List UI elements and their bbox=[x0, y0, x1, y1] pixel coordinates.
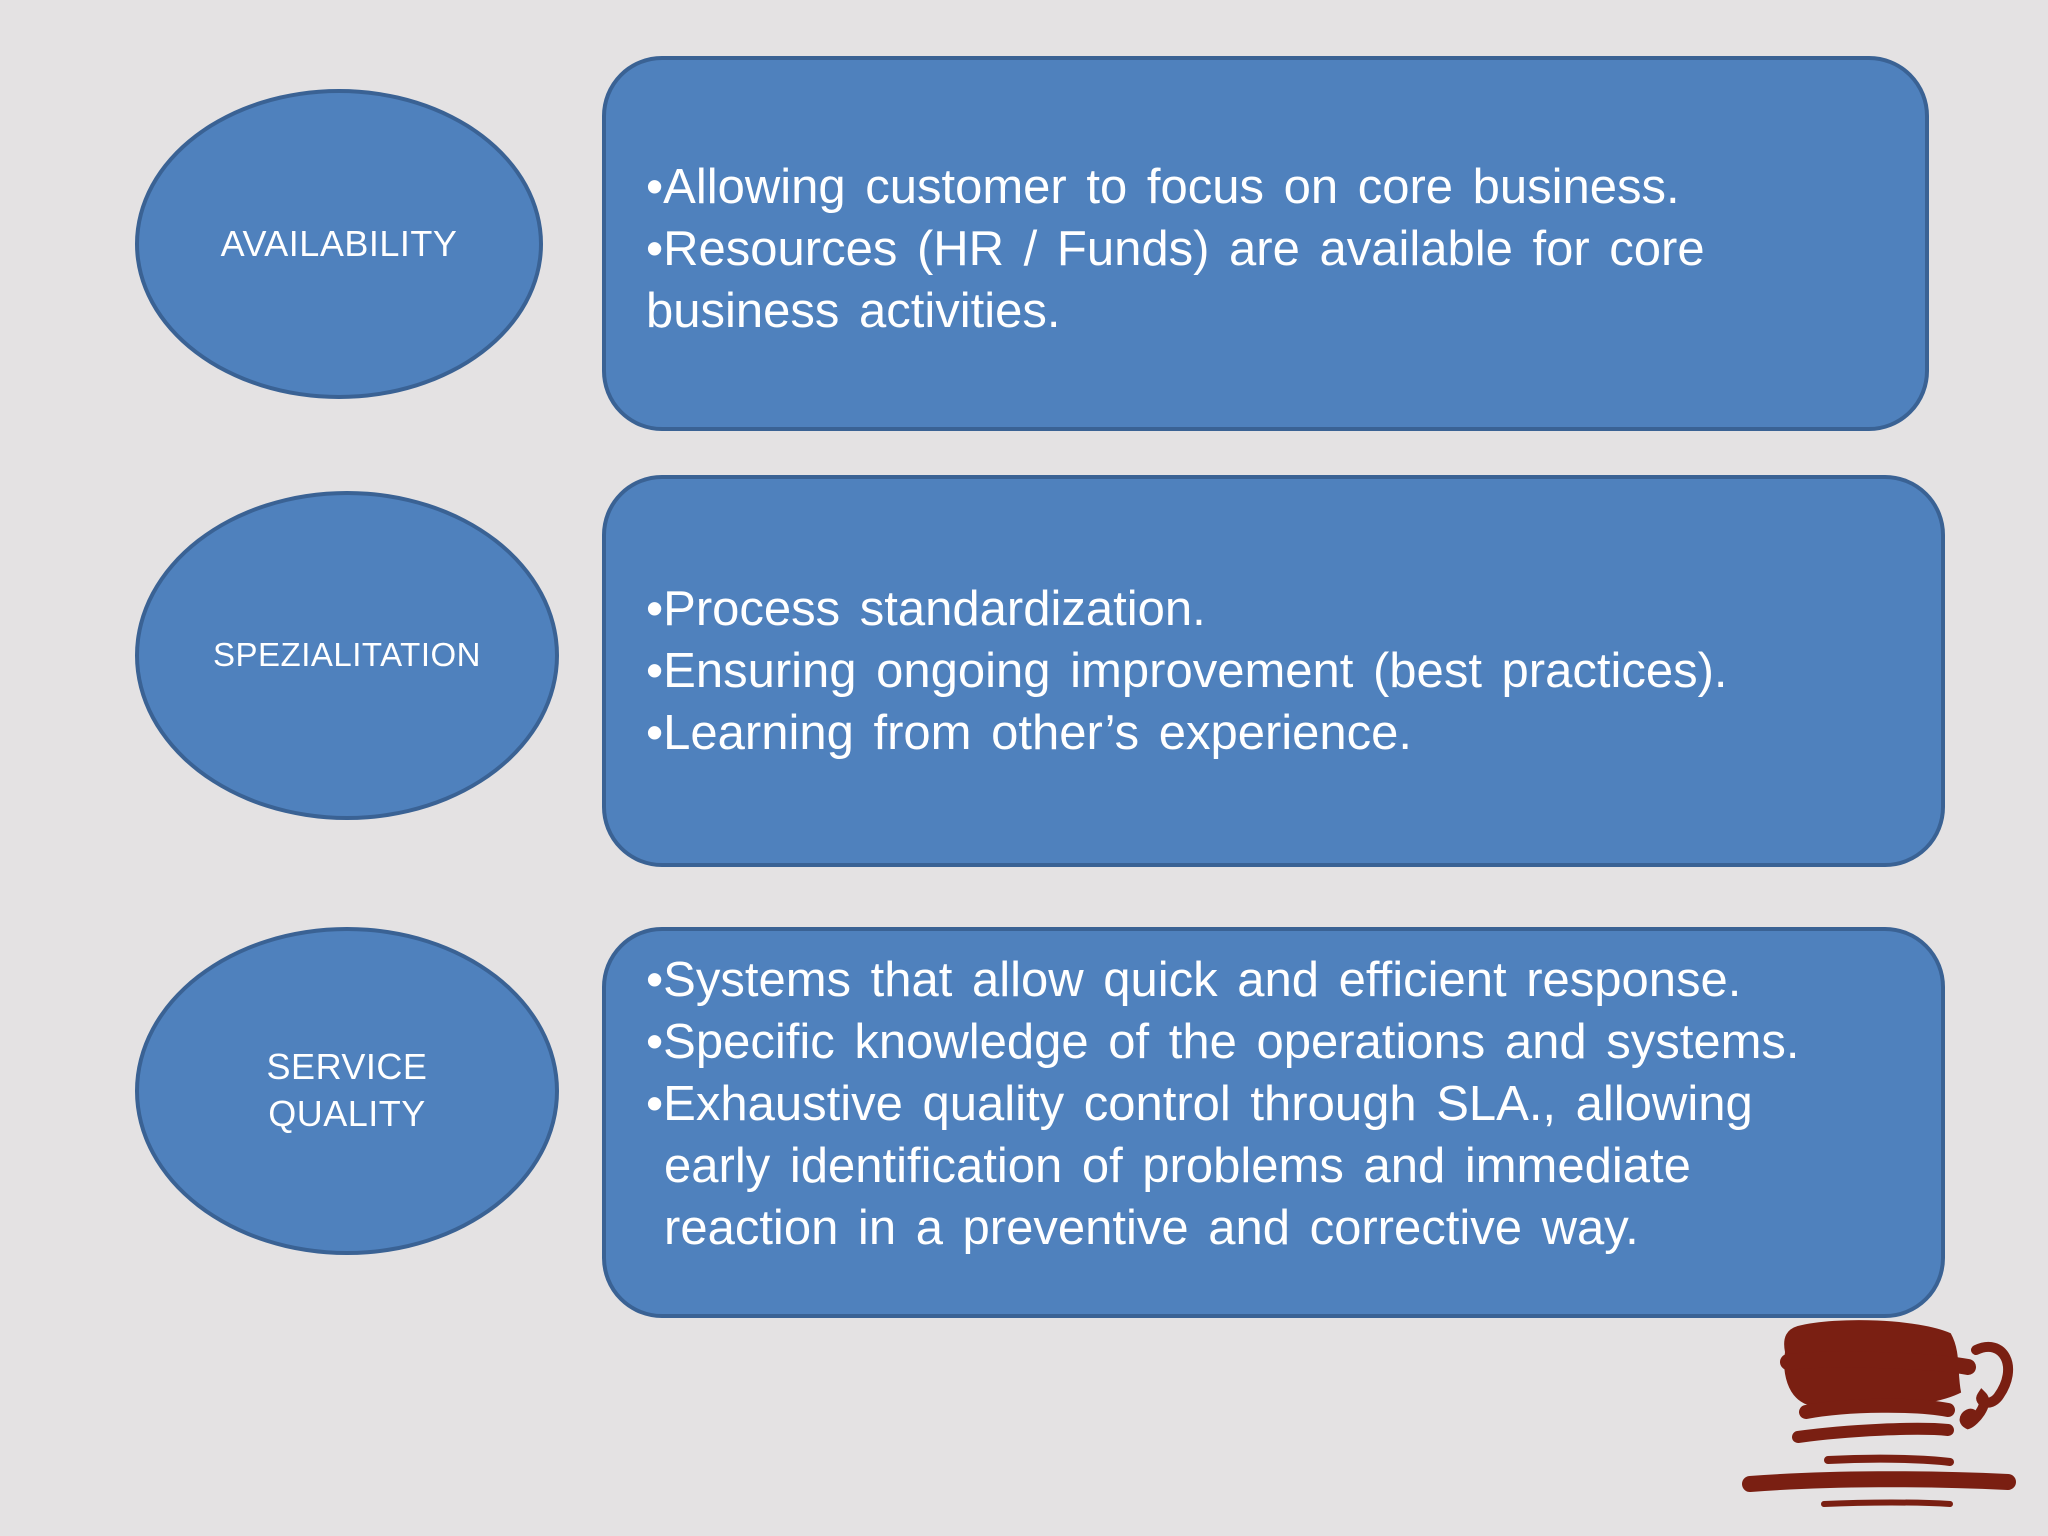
bullet-line: •Ensuring ongoing improvement (best prac… bbox=[646, 644, 1728, 698]
bullet-line: •Allowing customer to focus on core busi… bbox=[646, 160, 1680, 214]
bullet-line: •Exhaustive quality control through SLA.… bbox=[646, 1077, 1753, 1131]
coffee-cup-icon bbox=[1728, 1312, 2018, 1512]
specialization-description-box: •Process standardization. •Ensuring ongo… bbox=[602, 475, 1945, 867]
service-quality-description-box: •Systems that allow quick and efficient … bbox=[602, 927, 1945, 1318]
bullet-line: •Learning from other’s experience. bbox=[646, 706, 1413, 760]
bullet-continuation-line: reaction in a preventive and corrective … bbox=[664, 1201, 1639, 1255]
availability-ellipse: AVAILABILITY bbox=[135, 89, 543, 399]
service-quality-ellipse: SERVICE QUALITY bbox=[135, 927, 559, 1255]
bullet-line: •Resources (HR / Funds) are available fo… bbox=[646, 222, 1705, 276]
specialization-ellipse: SPEZIALITATION bbox=[135, 491, 559, 820]
bullet-continuation-line: early identification of problems and imm… bbox=[664, 1139, 1691, 1193]
bullet-continuation-line: business activities. bbox=[646, 284, 1061, 338]
bullet-line: •Process standardization. bbox=[646, 582, 1206, 636]
specialization-label: SPEZIALITATION bbox=[213, 636, 481, 674]
bullet-line: •Specific knowledge of the operations an… bbox=[646, 1015, 1800, 1069]
service-quality-label: SERVICE QUALITY bbox=[266, 1046, 428, 1134]
availability-description-box: •Allowing customer to focus on core busi… bbox=[602, 56, 1929, 431]
availability-label: AVAILABILITY bbox=[220, 222, 458, 264]
bullet-line: •Systems that allow quick and efficient … bbox=[646, 953, 1742, 1007]
